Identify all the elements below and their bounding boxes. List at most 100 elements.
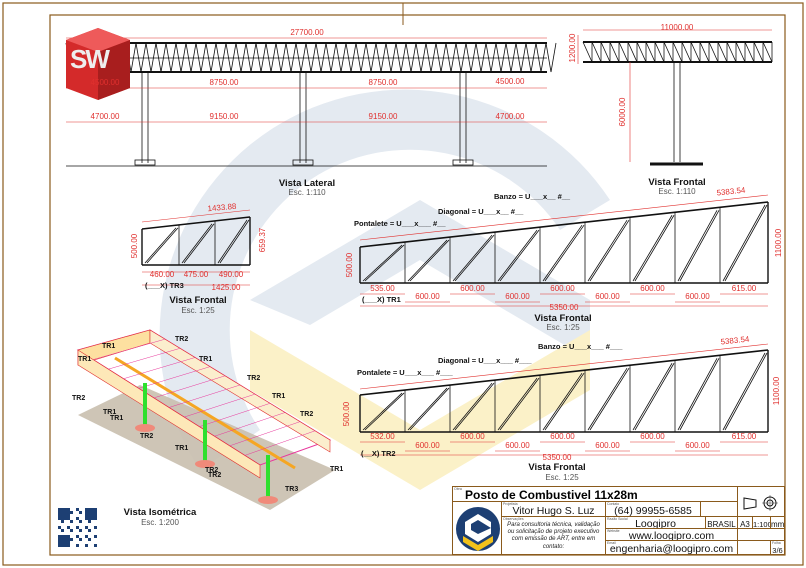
dim-bottom: 615.00 bbox=[731, 432, 757, 441]
view-scale: Esc. 1:25 bbox=[546, 323, 580, 332]
field-label: Contato bbox=[607, 502, 620, 506]
truss-tag: (___X) TR3 bbox=[145, 281, 184, 290]
qr-code bbox=[58, 508, 97, 547]
purlin bbox=[153, 375, 226, 399]
dim-bottom: 600.00 bbox=[505, 292, 530, 301]
truss-diagonal bbox=[165, 42, 172, 73]
iso-truss-label: TR1 bbox=[103, 409, 117, 416]
truss-diagonal bbox=[260, 42, 267, 73]
truss-diagonal bbox=[170, 42, 177, 73]
diagonal bbox=[679, 358, 720, 431]
designer-name: Vitor Hugo S. Luz bbox=[512, 505, 595, 517]
callout-pontalete: Pontalete = U___x___ #___ bbox=[357, 368, 453, 377]
iso-truss-label: TR1 bbox=[110, 415, 124, 422]
drawing-scale: 1:100 bbox=[753, 520, 771, 529]
truss-diagonal bbox=[465, 42, 472, 73]
truss-diagonal bbox=[708, 41, 719, 63]
callout-banzo: Banzo = U___x___ #___ bbox=[538, 342, 623, 351]
diagonal bbox=[542, 224, 583, 282]
truss-diagonal bbox=[140, 42, 147, 73]
dim-lateral: 4500.00 bbox=[90, 78, 120, 87]
truss-diagonal bbox=[495, 42, 502, 73]
truss-diagonal bbox=[350, 42, 357, 73]
truss-diagonal bbox=[735, 41, 746, 63]
truss-diagonal bbox=[515, 42, 522, 73]
truss-diagonal bbox=[190, 42, 197, 73]
dim-line bbox=[141, 209, 251, 223]
truss-diagonal bbox=[160, 42, 167, 73]
truss-diagonal bbox=[520, 42, 527, 73]
truss-diagonal bbox=[485, 42, 492, 73]
dim-bottom: 600.00 bbox=[595, 441, 620, 450]
truss-diagonal bbox=[245, 42, 252, 73]
truss-diagonal bbox=[609, 41, 620, 63]
iso-truss-label: TR2 bbox=[175, 336, 189, 343]
truss-diagonal bbox=[425, 42, 432, 73]
truss-diagonal bbox=[699, 41, 710, 63]
truss-diagonal bbox=[445, 42, 452, 73]
dim-lateral: 4700.00 bbox=[495, 112, 525, 121]
diagonal bbox=[724, 352, 768, 431]
truss-diagonal bbox=[145, 42, 152, 73]
truss-tr2 bbox=[359, 349, 769, 433]
diagonal bbox=[454, 382, 495, 431]
truss-diagonal bbox=[470, 42, 477, 73]
truss-diagonal bbox=[230, 42, 237, 73]
truss-diagonal bbox=[415, 42, 422, 73]
field-label: Folha bbox=[772, 541, 781, 545]
truss-diagonal bbox=[215, 42, 222, 73]
truss-diagonal bbox=[690, 41, 701, 63]
dim-total-length: 27700.00 bbox=[290, 28, 324, 37]
truss-diagonal bbox=[600, 41, 611, 63]
purlin bbox=[214, 412, 286, 437]
truss-diagonal bbox=[290, 42, 297, 73]
truss-diagonal bbox=[150, 42, 157, 73]
truss-diagonal bbox=[335, 42, 342, 73]
purlin bbox=[93, 338, 166, 360]
diagonal bbox=[454, 234, 495, 282]
view-scale: Esc. 1:25 bbox=[545, 473, 579, 482]
diagonal bbox=[589, 368, 630, 431]
view-title: Vista Frontal bbox=[648, 177, 706, 188]
diagonal bbox=[144, 227, 177, 264]
diagonal bbox=[409, 239, 450, 282]
purlin bbox=[184, 393, 256, 418]
diagonal bbox=[542, 372, 583, 431]
dim-lateral: 4700.00 bbox=[90, 112, 120, 121]
diagonal bbox=[677, 210, 718, 282]
diagonal bbox=[587, 220, 628, 282]
truss-diagonal bbox=[582, 41, 593, 63]
truss-diagonal bbox=[315, 42, 322, 73]
dim-height: 1200.00 bbox=[568, 33, 577, 63]
dim-lateral: 9150.00 bbox=[209, 112, 239, 121]
truss-diagonal bbox=[618, 41, 629, 63]
dim-bottom: 600.00 bbox=[460, 284, 485, 293]
diagonal bbox=[722, 204, 766, 282]
purlin bbox=[229, 421, 301, 447]
truss-diagonal bbox=[645, 41, 656, 63]
dim-bottom: 600.00 bbox=[685, 441, 710, 450]
diagonal bbox=[181, 223, 213, 264]
diagonal bbox=[497, 229, 538, 282]
truss-diagonal bbox=[370, 42, 377, 73]
iso-truss-label: TR1 bbox=[175, 445, 189, 452]
diagonal bbox=[452, 382, 493, 431]
diagonal bbox=[183, 223, 215, 264]
dim-right: 1100.00 bbox=[772, 376, 781, 406]
diagonal bbox=[407, 239, 448, 282]
dim-lateral: 4500.00 bbox=[495, 77, 525, 86]
country: BRASIL bbox=[707, 520, 736, 529]
truss-diagonal bbox=[530, 42, 537, 73]
field-label: Razão Social bbox=[607, 517, 628, 521]
truss-diagonal bbox=[365, 42, 372, 73]
truss-diagonal bbox=[175, 42, 182, 73]
truss-diagonal bbox=[130, 42, 137, 73]
diagonal bbox=[452, 234, 493, 282]
truss-diagonal bbox=[435, 42, 442, 73]
sheet-number: 3/6 bbox=[772, 546, 783, 555]
truss-diagonal bbox=[360, 42, 367, 73]
view-title: Vista Frontal bbox=[169, 295, 227, 306]
truss-diagonal bbox=[255, 42, 262, 73]
diagonal bbox=[724, 204, 768, 282]
truss-diagonal bbox=[591, 41, 602, 63]
